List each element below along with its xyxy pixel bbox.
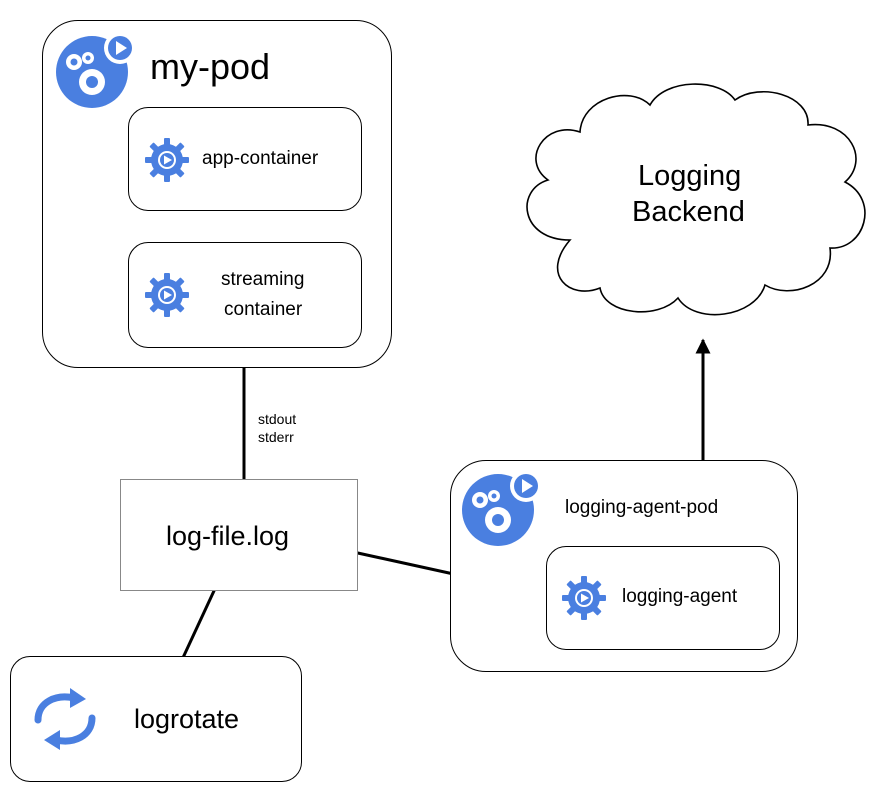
log-file-label: log-file.log xyxy=(166,521,290,551)
pod-gears-icon xyxy=(458,468,542,546)
logging-backend-label-line2: Backend xyxy=(632,196,745,228)
stderr-label: stderr xyxy=(258,429,294,445)
logrotate-box xyxy=(10,656,302,782)
log-file-box xyxy=(120,479,358,591)
pod-gears-icon xyxy=(52,30,136,108)
my-pod-title: my-pod xyxy=(150,46,271,87)
container-gear-icon xyxy=(143,136,191,184)
logging-agent-label: logging-agent xyxy=(622,586,738,607)
stdout-label: stdout xyxy=(258,411,297,427)
logrotate-label: logrotate xyxy=(134,704,240,734)
container-gear-icon xyxy=(560,574,608,622)
refresh-arrows-icon xyxy=(26,686,104,752)
logging-backend-label-line1: Logging xyxy=(638,160,742,192)
streaming-container-label-line2: container xyxy=(224,299,303,320)
logging-agent-pod-title: logging-agent-pod xyxy=(565,497,719,518)
streaming-container-label-line1: streaming xyxy=(221,269,305,290)
logging-backend-cloud xyxy=(526,83,866,316)
streaming-container-box xyxy=(128,242,362,348)
app-container-label: app-container xyxy=(202,148,319,169)
container-gear-icon xyxy=(143,271,191,319)
